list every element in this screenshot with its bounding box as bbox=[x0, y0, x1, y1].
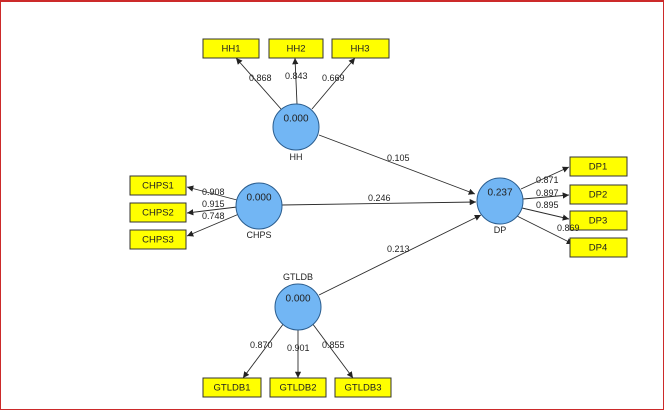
edge-hh-hh1 bbox=[235, 57, 282, 110]
construct-hh-name: HH bbox=[290, 152, 303, 162]
indicator-hh3-label: HH3 bbox=[350, 44, 369, 55]
indicator-gtldb2-label: GTLDB2 bbox=[280, 383, 317, 394]
construct-gtldb-value: 0.000 bbox=[285, 294, 310, 305]
indicator-hh1[interactable]: HH1 bbox=[202, 38, 260, 59]
construct-chps-name: CHPS bbox=[246, 230, 271, 240]
loading-hh1: 0.868 bbox=[249, 73, 272, 83]
construct-hh[interactable]: 0.000 HH bbox=[272, 103, 320, 162]
loading-dp4: 0.869 bbox=[557, 223, 580, 233]
indicator-dp4-label: DP4 bbox=[589, 243, 607, 254]
edge-chps-chps2 bbox=[186, 206, 238, 216]
indicator-dp3[interactable]: DP3 bbox=[569, 210, 628, 231]
edge-hh-hh3 bbox=[311, 57, 356, 110]
indicator-chps1[interactable]: CHPS1 bbox=[129, 175, 187, 196]
indicator-hh2-label: HH2 bbox=[286, 44, 305, 55]
path-coef-hh-dp: 0.105 bbox=[387, 153, 410, 163]
construct-dp-name: DP bbox=[494, 225, 507, 235]
edge-dp-dp2 bbox=[522, 192, 570, 200]
edge-gtldb-gtldb1 bbox=[242, 322, 285, 379]
edge-chps-chps1 bbox=[186, 185, 238, 201]
edge-chps-chps3 bbox=[186, 213, 240, 237]
construct-hh-value: 0.000 bbox=[283, 114, 308, 125]
indicator-gtldb1[interactable]: GTLDB1 bbox=[202, 377, 262, 398]
indicator-chps2-label: CHPS2 bbox=[142, 208, 174, 219]
edge-dp-dp4 bbox=[516, 215, 574, 245]
edge-dp-dp1 bbox=[520, 166, 570, 190]
loading-dp1: 0.871 bbox=[536, 175, 559, 185]
indicator-dp1[interactable]: DP1 bbox=[569, 156, 628, 177]
indicator-hh2[interactable]: HH2 bbox=[268, 38, 324, 59]
indicator-dp1-label: DP1 bbox=[589, 162, 607, 173]
indicator-chps3[interactable]: CHPS3 bbox=[129, 229, 187, 250]
indicator-dp2-label: DP2 bbox=[589, 190, 607, 201]
loading-chps2: 0.915 bbox=[202, 199, 225, 209]
edge-dp-dp3 bbox=[521, 207, 570, 221]
edge-gtldb-gtldb3 bbox=[311, 322, 354, 379]
construct-gtldb-name: GTLDB bbox=[283, 272, 313, 282]
loading-gtldb1: 0.870 bbox=[250, 340, 273, 350]
indicator-gtldb3-label: GTLDB3 bbox=[345, 383, 382, 394]
edge-gtldb-dp bbox=[318, 214, 482, 296]
path-coef-chps-dp: 0.246 bbox=[368, 193, 391, 203]
path-coef-gtldb-dp: 0.213 bbox=[387, 244, 410, 254]
indicator-gtldb3[interactable]: GTLDB3 bbox=[334, 377, 392, 398]
indicator-gtldb2[interactable]: GTLDB2 bbox=[269, 377, 327, 398]
loading-chps1: 0.908 bbox=[202, 187, 225, 197]
indicator-dp4[interactable]: DP4 bbox=[569, 237, 628, 258]
loading-chps3: 0.748 bbox=[202, 211, 225, 221]
indicator-chps3-label: CHPS3 bbox=[142, 235, 174, 246]
construct-dp[interactable]: 0.237 DP bbox=[476, 177, 524, 235]
indicator-hh3[interactable]: HH3 bbox=[331, 38, 390, 59]
edge-hh-dp bbox=[318, 134, 476, 195]
construct-dp-value: 0.237 bbox=[487, 188, 512, 199]
loading-hh3: 0.669 bbox=[322, 73, 345, 83]
construct-gtldb[interactable]: 0.000 GTLDB bbox=[274, 272, 322, 331]
indicator-gtldb1-label: GTLDB1 bbox=[214, 383, 251, 394]
indicator-chps1-label: CHPS1 bbox=[142, 181, 174, 192]
loading-dp3: 0.895 bbox=[536, 200, 559, 210]
edge-hh-hh2 bbox=[292, 57, 299, 105]
loading-gtldb2: 0.901 bbox=[287, 343, 310, 353]
construct-chps[interactable]: 0.000 CHPS bbox=[235, 182, 283, 240]
construct-chps-value: 0.000 bbox=[246, 193, 271, 204]
indicator-dp2[interactable]: DP2 bbox=[569, 184, 628, 205]
indicator-chps2[interactable]: CHPS2 bbox=[129, 202, 187, 223]
loading-gtldb3: 0.855 bbox=[322, 340, 345, 350]
loading-hh2: 0.843 bbox=[285, 71, 308, 81]
indicator-dp3-label: DP3 bbox=[589, 216, 607, 227]
edge-chps-dp bbox=[281, 198, 477, 206]
loading-dp2: 0.897 bbox=[536, 188, 559, 198]
indicator-hh1-label: HH1 bbox=[221, 44, 240, 55]
